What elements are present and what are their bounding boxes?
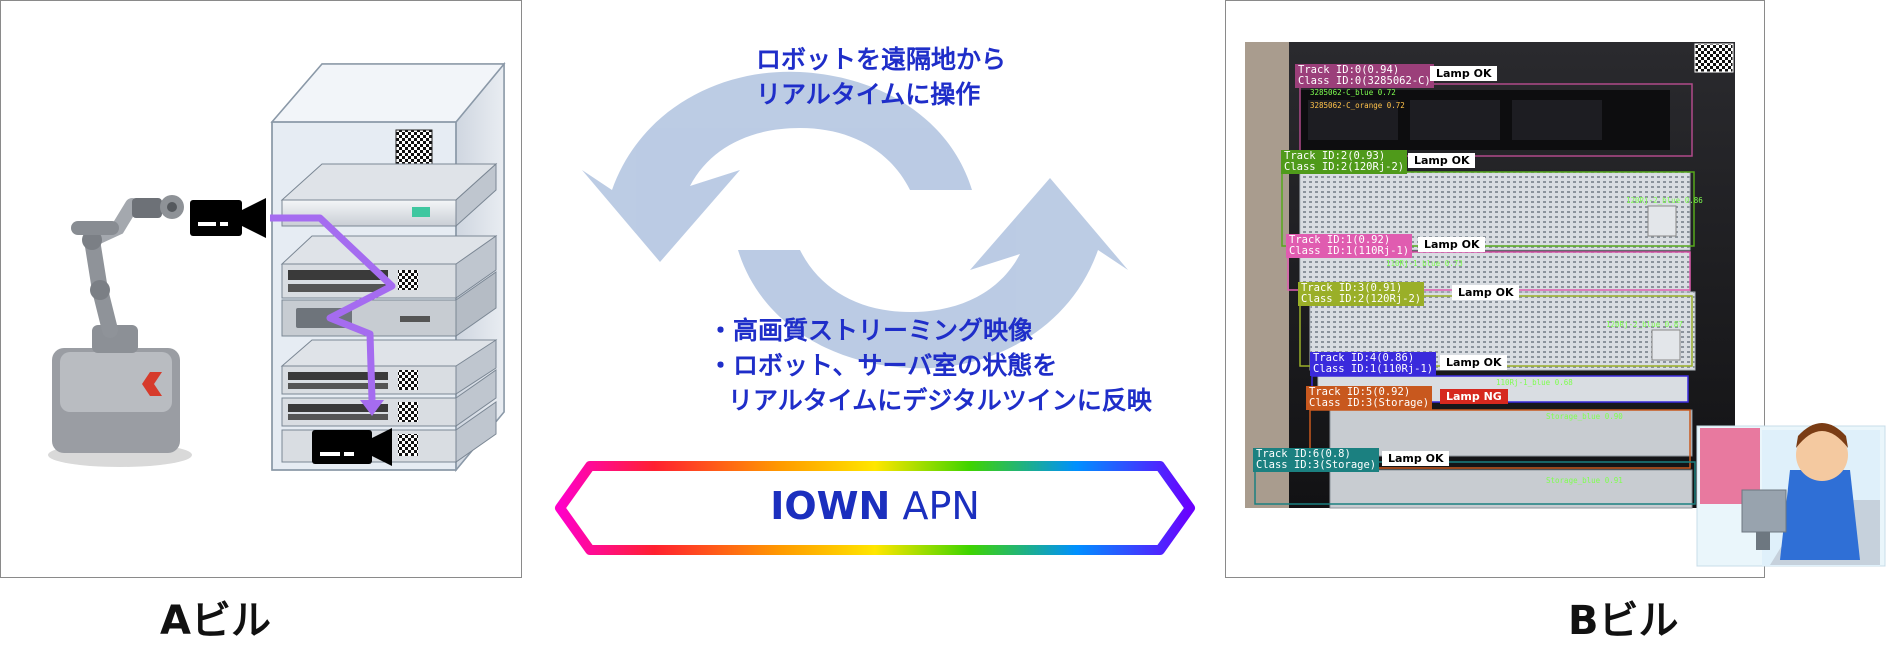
building-a-label: Aビル xyxy=(160,598,271,644)
server-photo xyxy=(1245,42,1735,509)
server-rack-illustration xyxy=(270,61,506,473)
lamp-status-badge: Lamp OK xyxy=(1430,66,1498,81)
lamp-detection-label: 3285062-C_blue 0.72 xyxy=(1310,88,1396,97)
detection-label: Track ID:0(0.94) Class ID:0(3285062-C) xyxy=(1295,64,1434,88)
caption-line: ・高画質ストリーミング映像 xyxy=(708,316,1034,345)
detection-label: Track ID:1(0.92) Class ID:1(110Rj-1) xyxy=(1286,234,1413,258)
caption-line: リアルタイムにデジタルツインに反映 xyxy=(728,386,1152,415)
detection-label: Track ID:5(0.92) Class ID:3(Storage) xyxy=(1306,386,1433,410)
cycle-arrows-icon xyxy=(582,71,1128,369)
detection-label: Track ID:6(0.8) Class ID:3(Storage) xyxy=(1253,448,1380,472)
lamp-detection-label: Storage_blue 0.91 xyxy=(1546,476,1623,485)
lamp-status-badge: Lamp OK xyxy=(1452,285,1520,300)
caption-line: ・ロボット、サーバ室の状態を xyxy=(708,351,1058,380)
lamp-status-badge: Lamp OK xyxy=(1408,153,1476,168)
building-b-label: Bビル xyxy=(1568,598,1679,644)
camera-icon xyxy=(190,198,266,238)
lamp-status-badge: Lamp OK xyxy=(1382,451,1450,466)
lamp-detection-label: 3285062-C_orange 0.72 xyxy=(1310,101,1405,110)
lamp-detection-label: 120Rj-2_blue 0.86 xyxy=(1626,196,1703,205)
lamp-detection-label: 110Rj-1_blue 0.68 xyxy=(1496,378,1573,387)
operator-illustration xyxy=(1696,423,1886,567)
detection-label: Track ID:2(0.93) Class ID:2(120Rj-2) xyxy=(1281,150,1408,174)
lamp-detection-label: 110Rj-1_blue 0.73 xyxy=(1386,259,1463,268)
lamp-detection-label: Storage_blue 0.90 xyxy=(1546,412,1623,421)
robot-illustration xyxy=(48,195,192,467)
network-name-rest: APN xyxy=(902,484,980,528)
robot-route-arrow xyxy=(270,214,396,416)
remote-operation-caption: ロボットを遠隔地から リアルタイムに操作 xyxy=(756,42,1006,112)
lamp-detection-label: 120Rj-2_blue 0.87 xyxy=(1606,320,1683,329)
iown-apn-connection xyxy=(501,461,1249,555)
lamp-status-badge: Lamp OK xyxy=(1440,355,1508,370)
lamp-status-badge: Lamp NG xyxy=(1440,389,1508,404)
iown-apn-label: IOWN APN xyxy=(560,484,1190,528)
detection-label: Track ID:4(0.86) Class ID:1(110Rj-1) xyxy=(1310,352,1437,376)
caption-line: リアルタイムに操作 xyxy=(756,80,981,109)
caption-line: ロボットを遠隔地から xyxy=(756,45,1007,74)
network-name-bold: IOWN xyxy=(770,484,891,528)
detection-label: Track ID:3(0.91) Class ID:2(120Rj-2) xyxy=(1298,282,1425,306)
digital-twin-caption: ・高画質ストリーミング映像 ・ロボット、サーバ室の状態を リアルタイムにデジタル… xyxy=(708,313,1152,418)
camera-icon xyxy=(312,428,392,466)
lamp-status-badge: Lamp OK xyxy=(1418,237,1486,252)
